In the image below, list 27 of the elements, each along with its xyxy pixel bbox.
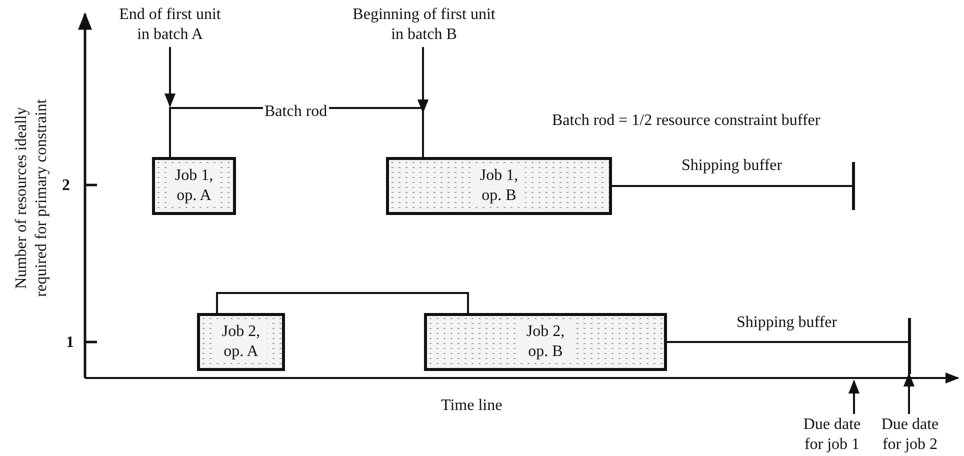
connector-line bbox=[216, 292, 469, 313]
axis-title: Number of resources ideally required for primary constraint bbox=[12, 98, 51, 299]
end-bar bbox=[852, 162, 855, 210]
tick-label: 2 bbox=[62, 176, 70, 196]
leader-arrow bbox=[417, 47, 429, 114]
end-bar bbox=[908, 318, 911, 374]
task-label: Job 2, op. B bbox=[520, 322, 572, 362]
task-box bbox=[424, 313, 667, 371]
axis-title: Time line bbox=[441, 396, 502, 416]
task-box bbox=[197, 313, 285, 371]
task-label: Job 2, op. A bbox=[215, 322, 267, 362]
edge-label: Shipping buffer bbox=[680, 156, 784, 176]
connector-line bbox=[667, 341, 908, 343]
note-text: Batch rod = 1/2 resource constraint buffer bbox=[552, 111, 820, 131]
annotation-text: Beginning of first unit in batch B bbox=[352, 5, 496, 45]
annotation-text: Due date for job 2 bbox=[880, 415, 940, 455]
task-box bbox=[152, 157, 236, 215]
connector-line bbox=[612, 185, 852, 187]
leader-arrow bbox=[164, 47, 176, 108]
annotation-text: Due date for job 1 bbox=[802, 415, 862, 455]
edge-label: Shipping buffer bbox=[734, 313, 840, 333]
tick-label: 1 bbox=[66, 333, 74, 353]
connector-line bbox=[903, 372, 915, 414]
annotation-text: End of first unit in batch A bbox=[118, 5, 222, 45]
leader-arrow bbox=[848, 380, 860, 414]
task-label: Job 1, op. B bbox=[473, 166, 525, 206]
task-box bbox=[386, 157, 612, 215]
